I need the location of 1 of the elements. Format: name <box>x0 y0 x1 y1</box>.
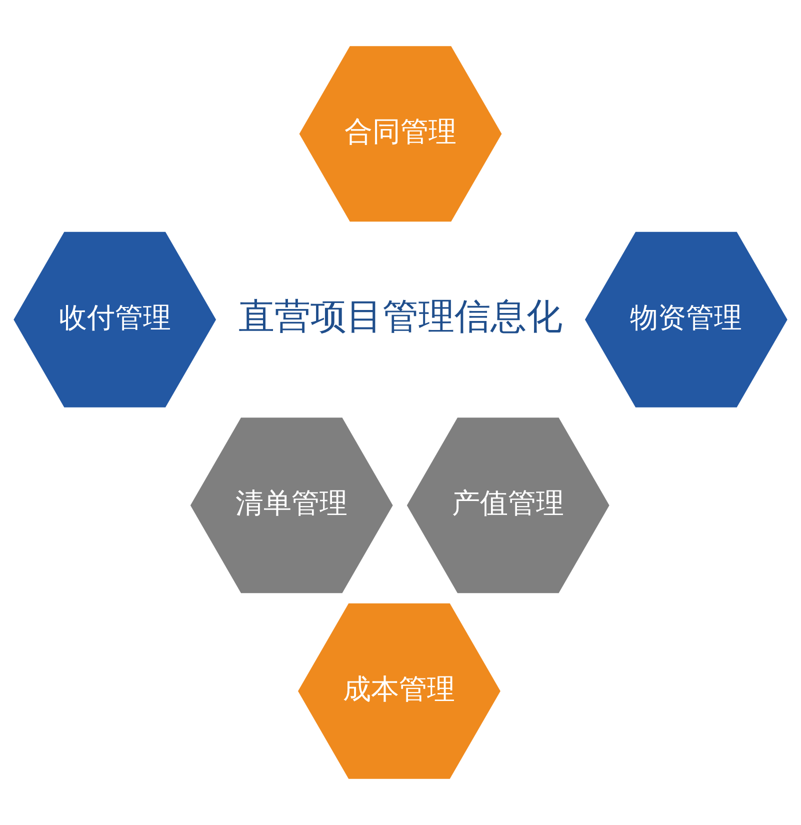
label: 直营项目管理信息化 <box>238 296 562 338</box>
